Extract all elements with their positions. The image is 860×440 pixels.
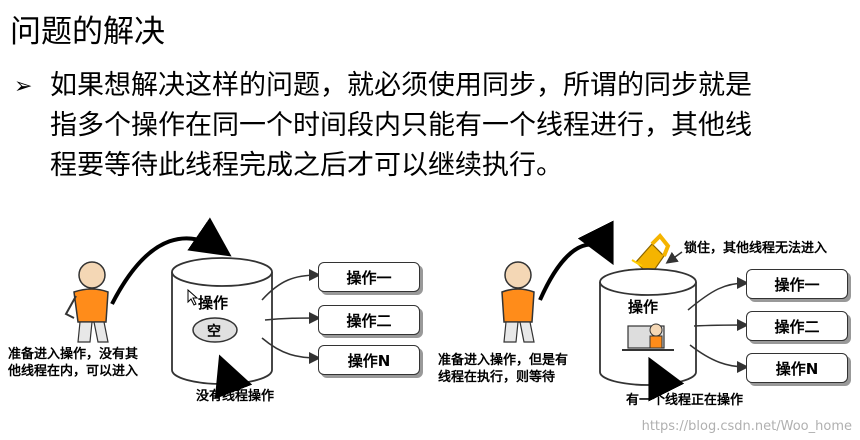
cursor-icon (187, 288, 199, 306)
empty-label: 空 (207, 324, 221, 340)
person-caption: 准备进入操作，但是有 线程在执行，则等待 (438, 353, 569, 385)
operation-box: 操作一 (746, 269, 848, 299)
arrow-bullet-icon: ➢ (14, 74, 33, 99)
bullet-line: 指多个操作在同一个时间段内只能有一个线程进行，其他线 (50, 110, 752, 141)
operation-box: 操作二 (318, 305, 420, 335)
bottom-caption: 没有线程操作 (196, 389, 275, 404)
bullet-text: 如果想解决这样的问题，就必须使用同步，所谓的同步就是 指多个操作在同一个时间段内… (50, 66, 860, 186)
operation-box: 操作N (318, 345, 420, 375)
operation-box: 操作N (746, 353, 848, 383)
cylinder-label: 操作 (628, 298, 659, 316)
lock-caption: 锁住，其他线程无法进入 (684, 241, 828, 256)
person-caption: 准备进入操作，没有其 他线程在内，可以进入 (8, 347, 139, 379)
operation-cylinder-locked (599, 268, 697, 386)
cylinder-label: 操作 (198, 294, 229, 312)
page-title: 问题的解决 (10, 14, 165, 50)
operation-box: 操作一 (318, 262, 420, 292)
bullet-line: 程要等待此线程完成之后才可以继续执行。 (50, 150, 563, 181)
watermark: https://blog.csdn.net/Woo_home (641, 419, 852, 434)
bullet-line: 如果想解决这样的问题，就必须使用同步，所谓的同步就是 (50, 70, 752, 101)
waiting-person-icon (64, 261, 109, 343)
waiting-person-icon (501, 261, 535, 343)
bottom-caption: 有一个线程正在操作 (626, 393, 744, 408)
operation-box: 操作二 (746, 311, 848, 341)
enter-arrow (110, 217, 232, 305)
